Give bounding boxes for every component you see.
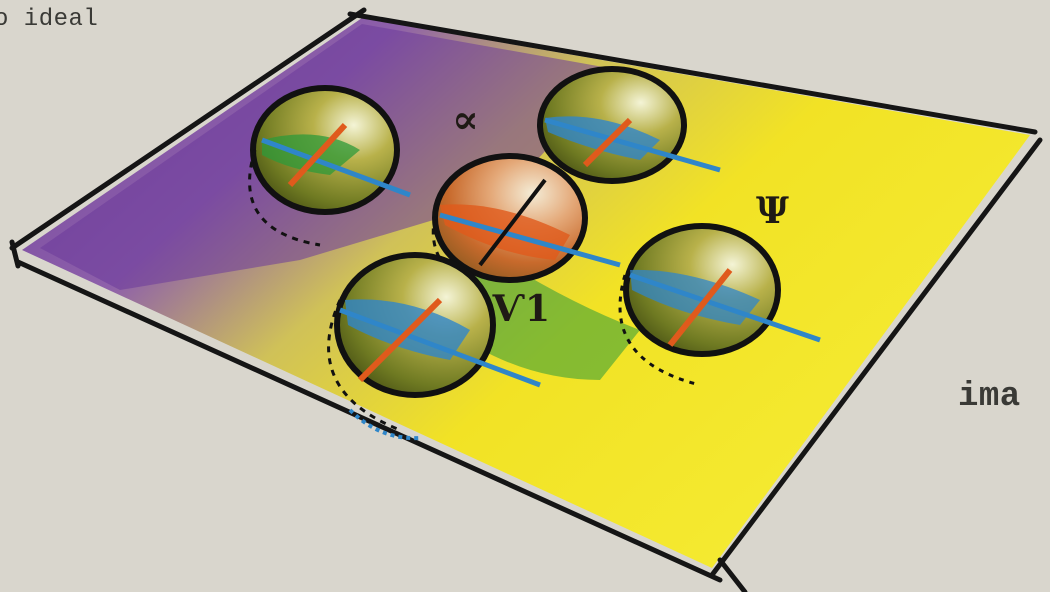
label-psi: Ψ	[756, 190, 789, 232]
caption-top-left: o ideal	[0, 6, 98, 33]
caption-right: ima	[958, 378, 1021, 416]
label-nu: Ѵ1	[492, 288, 550, 330]
label-alpha: ∝	[452, 96, 479, 143]
